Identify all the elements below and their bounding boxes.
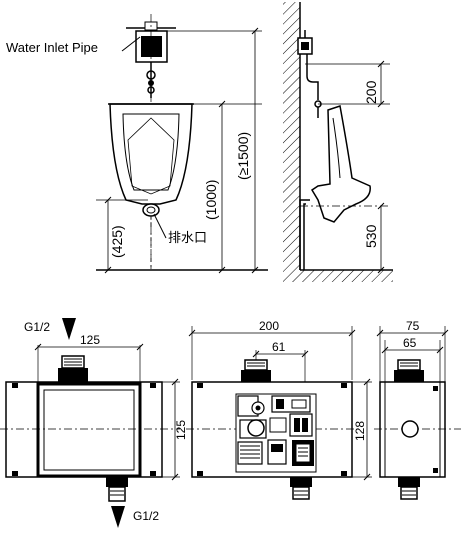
dim-min-height: (≥1500) xyxy=(235,132,251,180)
thread-top-label: G1/2 xyxy=(24,320,50,334)
dim-right-inner: 65 xyxy=(403,336,417,350)
dim-outlet-height-side: 530 xyxy=(363,224,379,248)
thread-bottom-label: G1/2 xyxy=(133,509,159,523)
plan-view-right: 75 65 xyxy=(374,319,461,500)
inlet-label-leader xyxy=(121,36,141,52)
front-elevation: Water Inlet Pipe 排水口 (≥1500) xyxy=(6,14,268,274)
drain-outlet xyxy=(142,203,160,217)
inlet-label: Water Inlet Pipe xyxy=(6,40,98,55)
dim-mid-width: 200 xyxy=(259,319,279,333)
flow-arrow-top xyxy=(62,318,76,340)
urinal-front xyxy=(109,103,193,205)
plan-view-middle: 200 61 xyxy=(186,319,372,500)
dim-inlet-offset: 200 xyxy=(363,80,379,104)
right-box-hole xyxy=(401,420,419,438)
urinal-side xyxy=(310,105,371,223)
floor-hatch xyxy=(283,270,393,282)
dim-left-width: 125 xyxy=(80,333,100,347)
drain-label: 排水口 xyxy=(168,231,207,246)
valve-mechanism xyxy=(235,393,317,473)
dim-body-height: (1000) xyxy=(203,180,219,220)
flow-arrow-bottom xyxy=(111,506,125,528)
dim-outlet-height: (425) xyxy=(109,225,125,258)
plan-view-left: G1/2 125 125 xyxy=(0,318,188,528)
wall-hatch xyxy=(283,2,300,270)
side-view: 200 530 xyxy=(283,2,393,282)
dim-right-width: 75 xyxy=(406,319,420,333)
dim-mid-offset: 61 xyxy=(272,340,286,354)
dim-mid-height: 128 xyxy=(353,421,367,441)
left-cover-panel xyxy=(36,382,142,478)
dim-left-height: 125 xyxy=(174,420,188,440)
